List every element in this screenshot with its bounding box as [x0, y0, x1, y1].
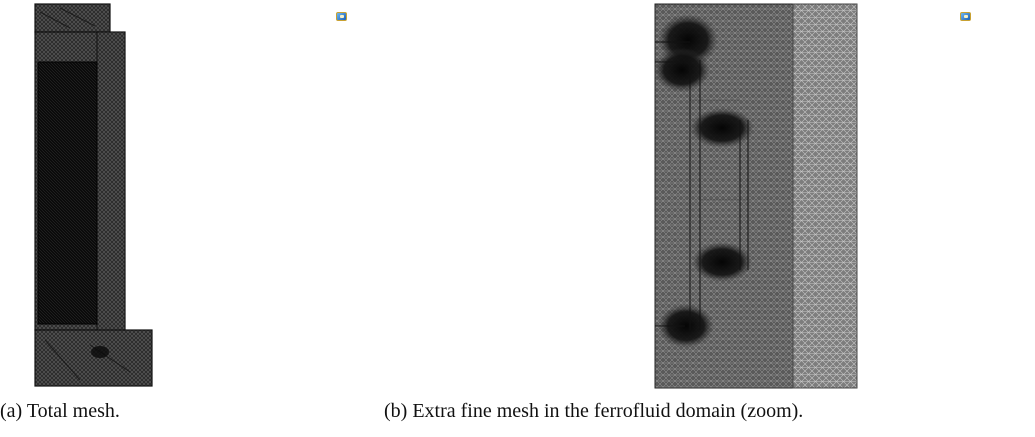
- corner-marker-icon: [336, 12, 347, 21]
- panel-a-caption: (a) Total mesh.: [0, 400, 120, 422]
- panel-a-mesh: [34, 3, 153, 387]
- corner-marker-icon: [960, 12, 971, 21]
- panel-b-mesh: [654, 3, 858, 389]
- panel-b-caption: (b) Extra fine mesh in the ferrofluid do…: [384, 400, 804, 422]
